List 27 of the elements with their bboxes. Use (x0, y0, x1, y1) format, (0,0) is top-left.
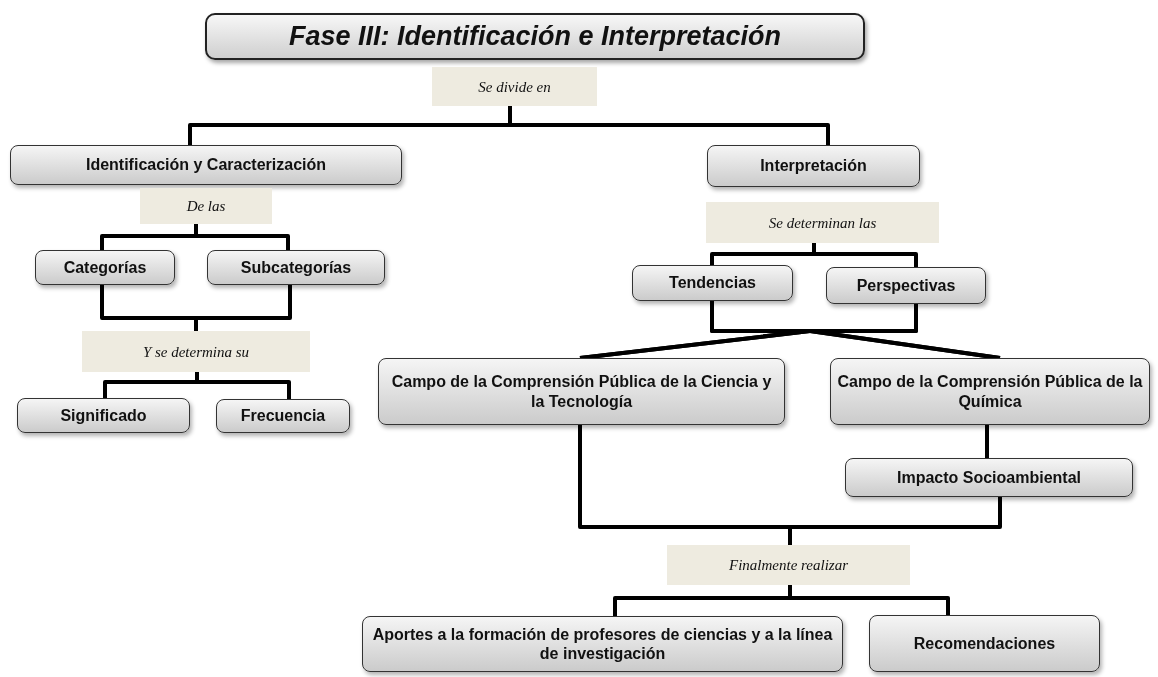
concept-box: Frecuencia (216, 399, 350, 433)
connector-line (508, 106, 830, 145)
connector-line (985, 425, 989, 458)
linking-phrase: Finalmente realizar (667, 545, 910, 585)
title-box: Fase III: Identificación e Interpretación (205, 13, 865, 60)
connector-line (194, 285, 292, 331)
concept-box: Perspectivas (826, 267, 986, 304)
concept-box: Impacto Socioambiental (845, 458, 1133, 497)
linking-phrase: Y se determina su (82, 331, 310, 372)
connector-line (808, 304, 1001, 360)
connector-line (788, 585, 950, 615)
linking-phrase: De las (140, 188, 272, 224)
concept-box: Significado (17, 398, 190, 433)
linking-phrase: Se divide en (432, 67, 597, 106)
linking-phrase: Se determinan las (706, 202, 939, 243)
concept-box: Interpretación (707, 145, 920, 187)
concept-box: Campo de la Comprensión Pública de la Química (830, 358, 1150, 425)
concept-box: Subcategorías (207, 250, 385, 285)
connector-line (788, 497, 1002, 545)
concept-box: Campo de la Comprensión Pública de la Ciencia y la Tecnología (378, 358, 785, 425)
concept-box: Recomendaciones (869, 615, 1100, 672)
connector-line (194, 224, 290, 250)
concept-box: Identificación y Caracterización (10, 145, 402, 185)
concept-box: Categorías (35, 250, 175, 285)
concept-box: Aportes a la formación de profesores de ciencias y a la línea de investigación (362, 616, 843, 672)
connector-line (195, 372, 291, 399)
concept-box: Tendencias (632, 265, 793, 301)
